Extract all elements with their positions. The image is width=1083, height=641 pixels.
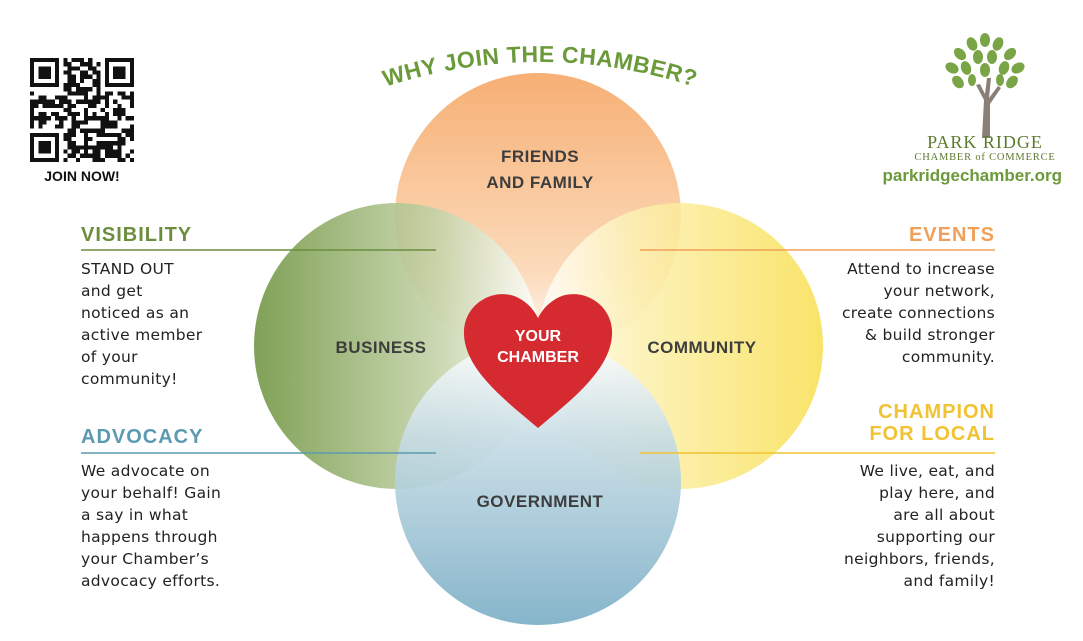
events-text: Attend to increase your network, create … bbox=[820, 258, 995, 368]
champion-line-3: are all about bbox=[893, 506, 995, 524]
advocacy-line-6: advocacy efforts. bbox=[81, 572, 221, 590]
heart-icon bbox=[463, 294, 613, 428]
champion-line-5: neighbors, friends, bbox=[844, 550, 995, 568]
champion-line-1: We live, eat, and bbox=[859, 462, 995, 480]
advocacy-heading: ADVOCACY bbox=[81, 426, 204, 448]
org-subtitle: CHAMBER of COMMERCE bbox=[914, 152, 1056, 163]
visibility-line-6: community! bbox=[81, 370, 178, 388]
visibility-line-3: noticed as an bbox=[81, 304, 190, 322]
advocacy-line-1: We advocate on bbox=[81, 462, 210, 480]
advocacy-line-4: happens through bbox=[81, 528, 218, 546]
events-line-5: community. bbox=[901, 348, 995, 366]
circle-government bbox=[395, 339, 681, 625]
org-name: PARK RIDGE bbox=[927, 132, 1043, 152]
heart-label: YOUR CHAMBER bbox=[478, 326, 598, 368]
label-friends-line2: AND FAMILY bbox=[486, 173, 594, 192]
visibility-line-4: active member bbox=[81, 326, 203, 344]
advocacy-line-5: your Chamber’s bbox=[81, 550, 209, 568]
label-business: BUSINESS bbox=[335, 338, 427, 357]
heart-label-line2: CHAMBER bbox=[497, 349, 579, 366]
visibility-line-5: of your bbox=[81, 348, 138, 366]
label-friends-line1: FRIENDS bbox=[500, 147, 580, 166]
events-line-4: & build stronger bbox=[864, 326, 995, 344]
champion-line-2: play here, and bbox=[879, 484, 995, 502]
qr-code-icon[interactable] bbox=[30, 58, 134, 162]
visibility-line-2: and get bbox=[81, 282, 143, 300]
label-community: COMMUNITY bbox=[647, 338, 757, 357]
org-website-link[interactable]: parkridgechamber.org bbox=[882, 166, 1062, 185]
champion-text: We live, eat, and play here, and are all… bbox=[815, 460, 995, 592]
tree-logo-icon bbox=[945, 33, 1025, 138]
events-line-3: create connections bbox=[841, 304, 995, 322]
visibility-text: STAND OUT and get noticed as an active m… bbox=[81, 258, 251, 390]
champion-heading-line2: FOR LOCAL bbox=[869, 423, 995, 445]
advocacy-line-2: your behalf! Gain bbox=[81, 484, 222, 502]
champion-heading: CHAMPION FOR LOCAL bbox=[869, 401, 995, 445]
join-now-label: JOIN NOW! bbox=[44, 168, 120, 184]
champion-line-6: and family! bbox=[903, 572, 995, 590]
label-friends-and-family: FRIENDS AND FAMILY bbox=[460, 144, 620, 196]
champion-heading-line1: CHAMPION bbox=[878, 401, 995, 423]
events-heading: EVENTS bbox=[908, 224, 995, 246]
heart-label-line1: YOUR bbox=[514, 328, 562, 345]
events-line-1: Attend to increase bbox=[847, 260, 995, 278]
events-line-2: your network, bbox=[883, 282, 995, 300]
champion-line-4: supporting our bbox=[876, 528, 995, 546]
advocacy-line-3: a say in what bbox=[81, 506, 189, 524]
visibility-heading: VISIBILITY bbox=[81, 224, 193, 246]
visibility-line-1: STAND OUT bbox=[81, 260, 174, 278]
label-government: GOVERNMENT bbox=[476, 492, 604, 511]
advocacy-text: We advocate on your behalf! Gain a say i… bbox=[81, 460, 256, 592]
